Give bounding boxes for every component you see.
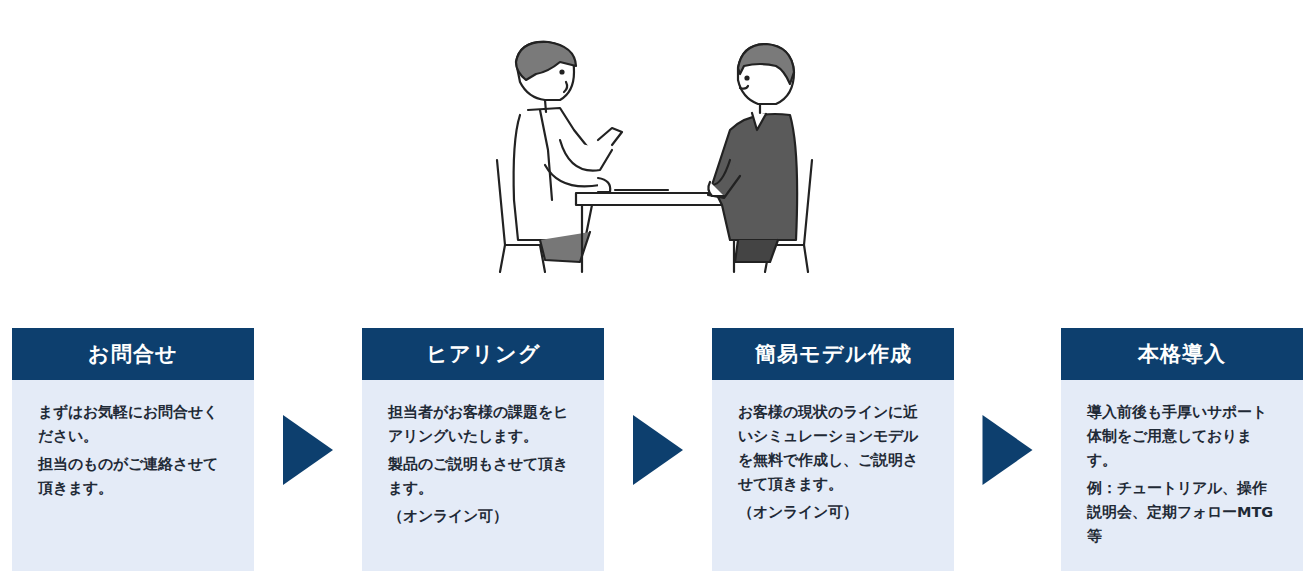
step-heading: ヒアリング (362, 328, 604, 380)
step-text: 担当者がお客様の課題をヒアリングいたします。 (388, 400, 582, 448)
flow-arrow (633, 415, 683, 485)
step-text: 製品のご説明もさせて頂きます。 (388, 452, 582, 500)
step-text: （オンライン可） (738, 500, 932, 524)
step-heading: 本格導入 (1061, 328, 1303, 380)
step-body: 担当者がお客様の課題をヒアリングいたします。製品のご説明もさせて頂きます。 （オン… (362, 380, 604, 571)
step-box: ヒアリング担当者がお客様の課題をヒアリングいたします。製品のご説明もさせて頂きま… (362, 328, 604, 571)
meeting-illustration (0, 0, 1316, 320)
step-body: まずはお気軽にお問合せください。担当のものがご連絡させて頂きます。 (12, 380, 254, 571)
step-body: 導入前後も手厚いサポート体制をご用意しております。例：チュートリアル、操作説明会… (1061, 380, 1303, 571)
step-box: お問合せまずはお気軽にお問合せください。担当のものがご連絡させて頂きます。 (12, 328, 254, 571)
step-text: （オンライン可） (388, 504, 582, 528)
step-text: 導入前後も手厚いサポート体制をご用意しております。 (1087, 400, 1281, 472)
flow-arrow (283, 415, 333, 485)
step-text: お客様の現状のラインに近いシミュレーションモデルを無料で作成し、ご説明させて頂き… (738, 400, 932, 496)
step-text: まずはお気軽にお問合せください。 (38, 400, 232, 448)
step-box: 簡易モデル作成お客様の現状のラインに近いシミュレーションモデルを無料で作成し、ご… (712, 328, 954, 571)
step-box: 本格導入導入前後も手厚いサポート体制をご用意しております。例：チュートリアル、操… (1061, 328, 1303, 571)
step-heading: お問合せ (12, 328, 254, 380)
step-heading: 簡易モデル作成 (712, 328, 954, 380)
step-text: 例：チュートリアル、操作説明会、定期フォローMTG等 (1087, 476, 1281, 548)
step-text: 担当のものがご連絡させて頂きます。 (38, 452, 232, 500)
flow-arrow (983, 415, 1033, 485)
step-body: お客様の現状のラインに近いシミュレーションモデルを無料で作成し、ご説明させて頂き… (712, 380, 954, 571)
